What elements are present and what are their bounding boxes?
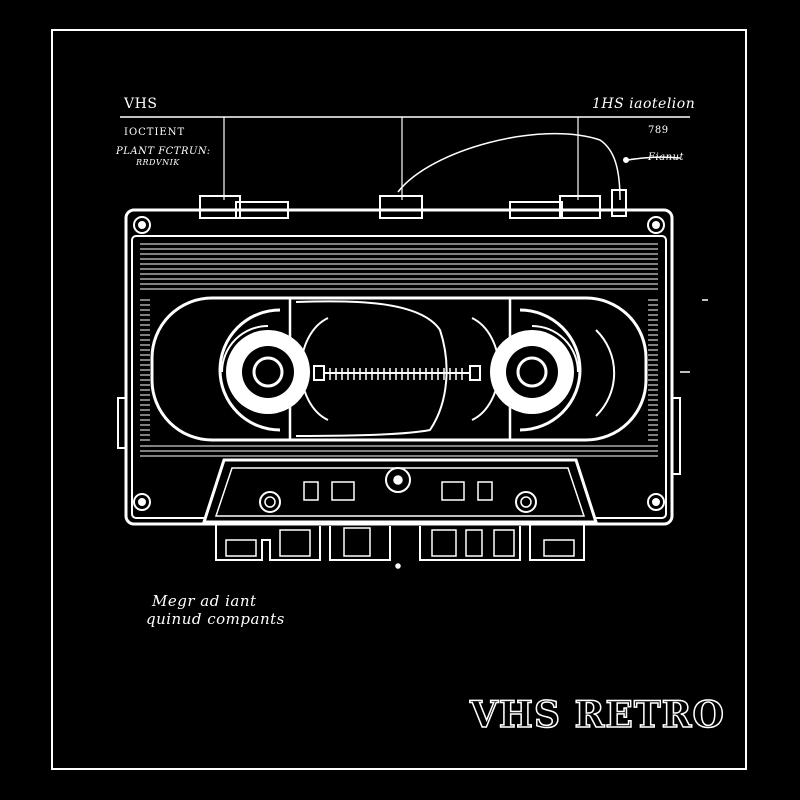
annotation-plant-sub: RRDVNIK [136,158,180,167]
annotation-plant: PLANT FCTRUN: [116,146,211,157]
poster-frame [51,29,747,770]
annotation-top-right: 1HS iaotelion [592,96,696,112]
left-reel [218,308,310,432]
annotation-top-left: VHS [124,96,158,112]
caption-line-2: quinud compants [146,610,285,628]
annotation-number: 789 [648,125,669,136]
annotation-section: IOCTIENT [124,127,186,138]
right-reel [490,308,616,432]
poster-title: VHS RETRO [469,693,725,737]
caption-line-1: Megr ad iant [152,592,257,610]
